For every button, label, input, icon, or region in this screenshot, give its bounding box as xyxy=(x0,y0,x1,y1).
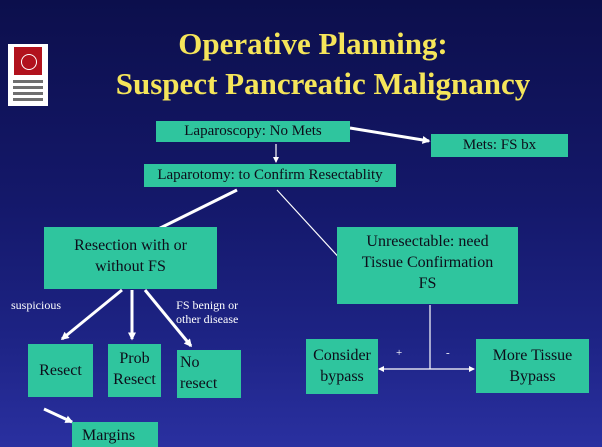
resection-line2: without FS xyxy=(95,258,166,275)
more-tissue-box: More Tissue Bypass xyxy=(476,339,589,393)
university-logo xyxy=(8,44,48,106)
label-minus: - xyxy=(446,347,450,359)
unresectable-box: Unresectable: need Tissue Confirmation F… xyxy=(337,227,518,304)
resect-box: Resect xyxy=(28,344,93,397)
arrow-to-resect xyxy=(60,288,123,341)
consider-bypass-line1: Consider xyxy=(313,347,371,364)
no-resect-box: No resect xyxy=(177,350,241,398)
consider-bypass-line2: bypass xyxy=(320,368,364,385)
mets-box: Mets: FS bx xyxy=(431,134,568,157)
arrow-to-no-resect xyxy=(143,289,193,348)
prob-resect-line2: Resect xyxy=(113,371,156,388)
no-resect-line1: No xyxy=(180,354,200,371)
more-tissue-line2: Bypass xyxy=(509,368,556,385)
more-tissue-line1: More Tissue xyxy=(492,347,573,364)
arrow-to-mets xyxy=(349,126,431,144)
resection-box: Resection with or without FS xyxy=(44,227,217,289)
consider-bypass-box: Consider bypass xyxy=(306,339,378,394)
label-fs-benign-line1: FS benign or xyxy=(176,298,239,312)
laparotomy-box: Laparotomy: to Confirm Resectablity xyxy=(144,164,396,187)
laparoscopy-box: Laparoscopy: No Mets xyxy=(156,121,350,142)
label-fs-benign: FS benign or other disease xyxy=(176,298,238,326)
arrow-to-unresectable xyxy=(276,189,345,264)
unresectable-line3: FS xyxy=(418,275,437,292)
prob-resect-line1: Prob xyxy=(119,350,150,367)
label-suspicious: suspicious xyxy=(11,298,62,312)
label-plus: + xyxy=(396,347,403,359)
slide-title-line2: Suspect Pancreatic Malignancy xyxy=(115,66,531,101)
seal-icon xyxy=(14,47,42,75)
logo-wordmark xyxy=(13,80,43,104)
unresectable-line1: Unresectable: need xyxy=(366,233,489,250)
arrow-to-margins xyxy=(43,407,74,424)
label-fs-benign-line2: other disease xyxy=(176,312,239,326)
no-resect-line2: resect xyxy=(180,375,218,392)
resection-line1: Resection with or xyxy=(74,237,187,254)
slide-title-line1: Operative Planning: xyxy=(178,26,448,61)
unresectable-line2: Tissue Confirmation xyxy=(361,254,494,271)
margins-box: Margins xyxy=(72,422,158,447)
prob-resect-box: Prob Resect xyxy=(108,344,161,397)
